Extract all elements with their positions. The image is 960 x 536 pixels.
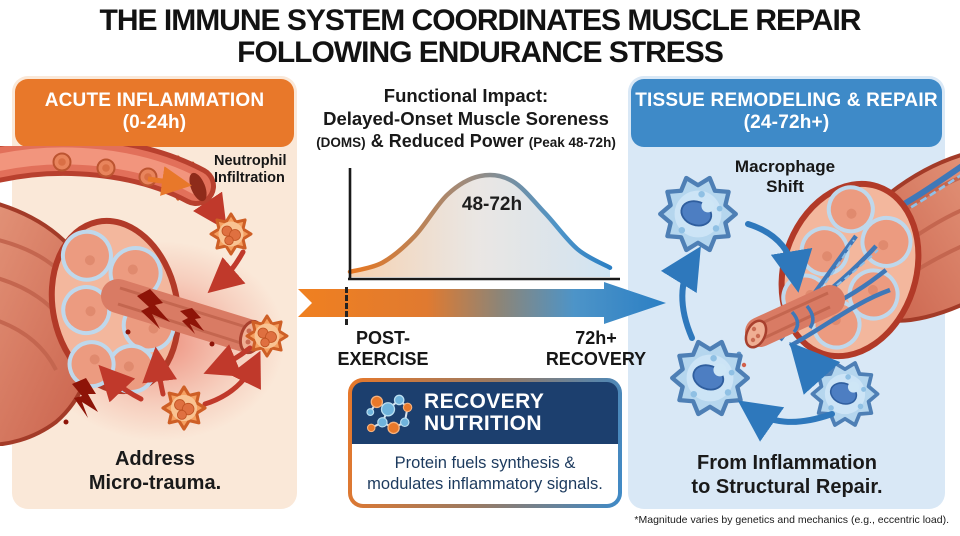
macrophage-shift-label: Macrophage Shift bbox=[705, 157, 865, 198]
timeline-start-line1: POST- bbox=[355, 328, 410, 348]
acute-caption-line2: Micro-trauma. bbox=[88, 472, 222, 494]
timeline-start-line2: EXERCISE bbox=[337, 348, 429, 369]
nutrition-body-line1: Protein fuels synthesis & bbox=[394, 454, 576, 473]
nutrition-title-line1: RECOVERY bbox=[424, 390, 545, 414]
panel-acute-inflammation: ACUTE INFLAMMATION (0-24h) bbox=[12, 76, 297, 509]
recovery-nutrition-card: RECOVERY NUTRITION Protein fuels synthes… bbox=[348, 378, 622, 508]
heading-functional-impact: Functional Impact: bbox=[383, 85, 549, 106]
macrophage-label-line1: Macrophage bbox=[734, 157, 836, 176]
timeline-end-line1: 72h+ bbox=[575, 328, 617, 348]
footnote: *Magnitude varies by genetics and mechan… bbox=[634, 514, 949, 526]
heading-doms-abbr: (DOMS) bbox=[316, 135, 366, 150]
post-exercise-marker bbox=[345, 287, 348, 325]
nutrition-title-line2: NUTRITION bbox=[424, 412, 542, 435]
tissue-remodeling-header: TISSUE REMODELING & REPAIR (24-72h+) bbox=[631, 79, 942, 147]
repair-caption-line1: From Inflammation bbox=[696, 452, 877, 474]
doms-curve-line bbox=[347, 172, 613, 275]
neutrophil-label-line2: Infiltration bbox=[214, 170, 285, 187]
repair-caption: From Inflammation to Structural Repair. bbox=[678, 451, 896, 499]
tissue-header-line2: (24-72h+) bbox=[743, 112, 830, 134]
doms-curve-area bbox=[350, 175, 610, 277]
recovery-nutrition-body: Protein fuels synthesis & modulates infl… bbox=[352, 444, 618, 504]
acute-header-line1: ACUTE INFLAMMATION bbox=[44, 90, 265, 111]
nutrition-body-line2: modulates inflammatory signals. bbox=[367, 475, 603, 493]
neutrophil-infiltration-label: Neutrophil Infiltration bbox=[214, 153, 314, 188]
acute-caption-line1: Address bbox=[114, 448, 196, 470]
recovery-nutrition-title: RECOVERY NUTRITION bbox=[424, 391, 544, 435]
panel-tissue-remodeling: TISSUE REMODELING & REPAIR (24-72h+) bbox=[628, 76, 945, 509]
acute-caption: Address Micro-trauma. bbox=[80, 447, 230, 495]
timeline-start-label: POST- EXERCISE bbox=[330, 328, 436, 369]
recovery-nutrition-header: RECOVERY NUTRITION bbox=[352, 382, 618, 444]
acute-header-line2: (0-24h) bbox=[122, 112, 187, 134]
page-title: THE IMMUNE SYSTEM COORDINATES MUSCLE REP… bbox=[0, 5, 960, 68]
tissue-header-line1: TISSUE REMODELING & REPAIR bbox=[635, 90, 938, 111]
heading-reduced-power: (DOMS) & Reduced Power (Peak 48-72h) bbox=[310, 131, 622, 152]
gradient-timeline-arrow-icon bbox=[298, 282, 666, 324]
functional-impact-heading: Functional Impact: Delayed-Onset Muscle … bbox=[310, 85, 622, 152]
heading-peak-window: (Peak 48-72h) bbox=[528, 135, 616, 150]
macrophage-label-line2: Shift bbox=[766, 177, 804, 197]
acute-inflammation-header: ACUTE INFLAMMATION (0-24h) bbox=[15, 79, 294, 147]
molecule-icon bbox=[366, 394, 413, 435]
doms-curve-chart bbox=[347, 168, 620, 281]
peak-window-label: 48-72h bbox=[461, 194, 523, 215]
heading-reduced-power-main: & Reduced Power bbox=[370, 131, 524, 151]
repair-caption-line2: to Structural Repair. bbox=[691, 476, 883, 498]
timeline-end-line2: RECOVERY bbox=[545, 348, 647, 369]
heading-doms: Delayed-Onset Muscle Soreness bbox=[323, 108, 609, 129]
page-title-line1: THE IMMUNE SYSTEM COORDINATES MUSCLE REP… bbox=[99, 4, 862, 37]
timeline-end-label: 72h+ RECOVERY bbox=[540, 328, 652, 369]
neutrophil-label-line1: Neutrophil bbox=[214, 153, 287, 169]
page-title-line2: FOLLOWING ENDURANCE STRESS bbox=[237, 35, 724, 69]
